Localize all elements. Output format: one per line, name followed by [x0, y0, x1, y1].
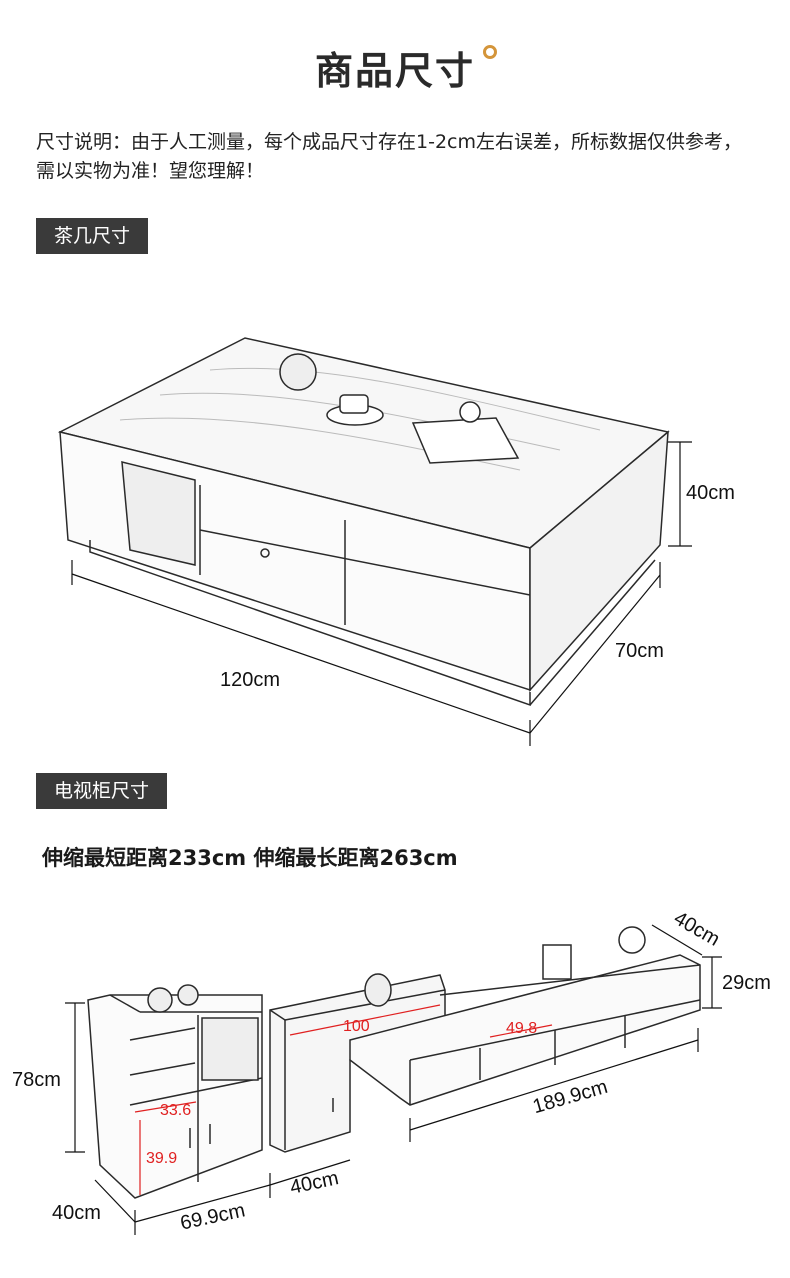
tv-cabinet-subtitle: 伸缩最短距离233cm 伸缩最长距离263cm — [42, 846, 458, 870]
hexagon-icon — [483, 45, 497, 59]
coffee-table-depth: 70cm — [615, 640, 664, 662]
tv-cabinet-tag: 电视柜尺寸 — [36, 773, 168, 809]
inner-width-33-6: 33.6 — [160, 1102, 192, 1119]
coffee-table-height: 40cm — [686, 482, 735, 504]
tv-depth-left: 40cm — [52, 1202, 101, 1224]
page-title: 商品尺寸 — [314, 49, 475, 93]
coffee-table-tag: 茶几尺寸 — [36, 218, 149, 254]
inner-width-49-8: 49.8 — [506, 1020, 538, 1037]
inner-height-39-9: 39.9 — [146, 1150, 178, 1167]
tv-height: 78cm — [12, 1069, 61, 1091]
inner-width-100: 100 — [343, 1018, 370, 1035]
tv-height-right: 29cm — [722, 972, 771, 994]
coffee-table-length: 120cm — [220, 669, 281, 691]
size-note: 尺寸说明：由于人工测量，每个成品尺寸存在1-2cm左右误差，所标数据仅供参考，需… — [36, 131, 742, 182]
